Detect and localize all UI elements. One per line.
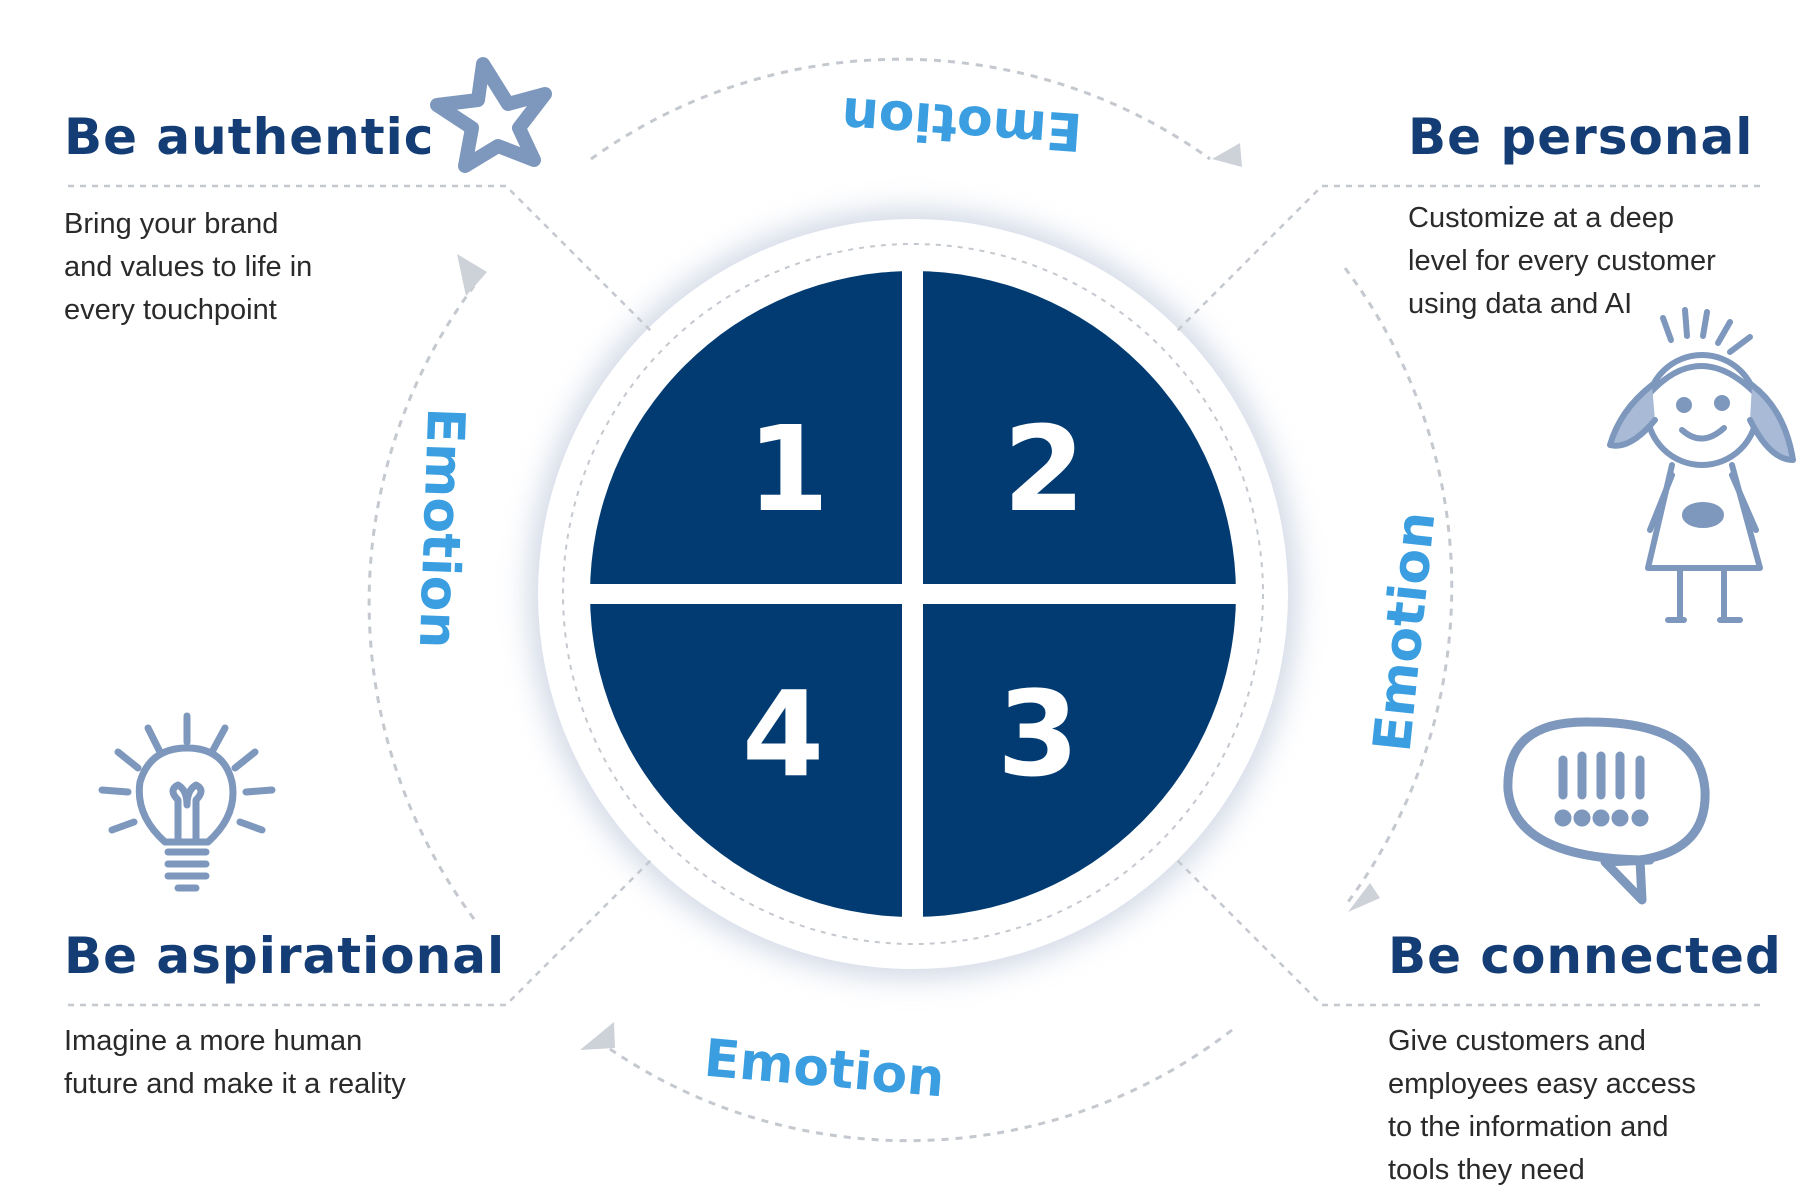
emotion-label-top: Emotion <box>840 85 1084 162</box>
outer-arc-left <box>367 285 476 920</box>
outer-cycle-arcs <box>367 57 1454 1143</box>
connector-connected <box>1175 858 1760 1007</box>
description-line: employees easy access <box>1388 1068 1696 1100</box>
heading-be-connected: Be connected <box>1388 927 1782 985</box>
cycle-arrowheads <box>457 143 1380 1050</box>
description-line: tools they need <box>1388 1154 1585 1186</box>
heading-be-authentic: Be authentic <box>64 108 435 166</box>
quadrant-number-2: 2 <box>1003 400 1085 538</box>
connector-lines <box>68 184 1760 1007</box>
description-line: to the information and <box>1388 1111 1669 1143</box>
description-line: and values to life in <box>64 251 313 283</box>
connector-aspirational <box>68 858 653 1007</box>
description-be-authentic: Bring your brand and values to life in e… <box>64 203 312 332</box>
description-be-connected: Give customers and employees easy access… <box>1388 1020 1696 1192</box>
description-be-aspirational: Imagine a more human future and make it … <box>64 1020 406 1106</box>
arrowhead-top <box>1212 143 1242 167</box>
quadrant-number-3: 3 <box>997 665 1079 803</box>
quadrant-circle <box>585 266 1241 922</box>
heading-be-personal: Be personal <box>1408 108 1754 166</box>
description-line: Bring your brand <box>64 208 279 240</box>
emotion-label-right: Emotion <box>1363 509 1448 755</box>
quadrant-numbers: 1 2 3 4 <box>742 400 1085 803</box>
heading-be-aspirational: Be aspirational <box>64 927 506 985</box>
outer-arc-right <box>1343 267 1454 907</box>
description-line: future and make it a reality <box>64 1068 406 1100</box>
description-line: every touchpoint <box>64 294 277 326</box>
emotion-label-bottom: Emotion <box>702 1029 947 1110</box>
outer-arc-bottom <box>606 1028 1233 1143</box>
star-icon <box>430 57 552 173</box>
outer-arc-top <box>590 57 1211 161</box>
arrowhead-left <box>457 254 487 296</box>
description-line: Customize at a deep <box>1408 202 1674 234</box>
description-line: Give customers and <box>1388 1025 1646 1057</box>
quadrant-number-4: 4 <box>742 665 824 803</box>
description-be-personal: Customize at a deep level for every cust… <box>1408 197 1716 326</box>
emotion-label-left: Emotion <box>407 407 475 650</box>
exclamation-speech-bubble-icon <box>1503 717 1710 905</box>
connector-authentic <box>68 184 653 333</box>
arrowhead-right <box>1348 883 1380 912</box>
quadrant-number-1: 1 <box>747 400 829 538</box>
lightbulb-icon <box>98 712 276 892</box>
girl-doodle-icon <box>1607 307 1796 623</box>
description-line: level for every customer <box>1408 245 1716 277</box>
description-line: Imagine a more human <box>64 1025 363 1057</box>
arrowhead-bottom <box>580 1022 615 1050</box>
description-line: using data and AI <box>1408 288 1633 320</box>
connector-personal <box>1175 184 1760 333</box>
